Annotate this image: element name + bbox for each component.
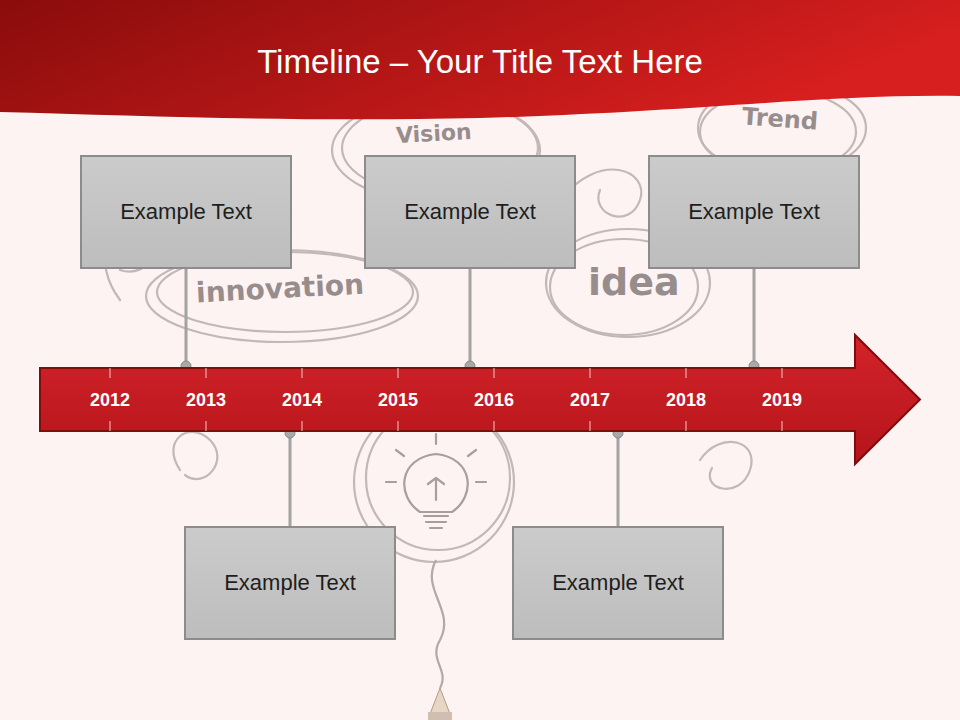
pencil bbox=[428, 560, 452, 720]
year-tick bbox=[782, 368, 783, 378]
bulb-glass bbox=[404, 454, 467, 512]
event-box: Example Text bbox=[364, 155, 576, 269]
year-tick bbox=[686, 368, 687, 378]
leader-connector bbox=[469, 269, 472, 368]
event-box: Example Text bbox=[512, 526, 724, 640]
doodle-clouds bbox=[105, 82, 866, 562]
lightbulb-icon bbox=[386, 434, 486, 528]
year-tick bbox=[494, 368, 495, 378]
scribble bbox=[173, 432, 217, 479]
box-text: Example Text bbox=[404, 199, 536, 225]
leader-connector bbox=[617, 431, 620, 526]
year-tick bbox=[110, 421, 111, 431]
timeline-arrow: 2012 2013 2014 2015 2016 2017 2018 2019 bbox=[40, 368, 855, 431]
year-tick bbox=[206, 368, 207, 378]
year-tick bbox=[590, 368, 591, 378]
year-label: 2013 bbox=[186, 391, 226, 409]
pencil-line bbox=[432, 560, 444, 688]
box-text: Example Text bbox=[552, 570, 684, 596]
scribble bbox=[700, 442, 752, 489]
year-label: 2012 bbox=[90, 391, 130, 409]
year-tick bbox=[494, 421, 495, 431]
leader-connector bbox=[185, 269, 188, 368]
event-box: Example Text bbox=[648, 155, 860, 269]
illustration-word: Trend bbox=[741, 103, 819, 135]
year-label: 2018 bbox=[666, 391, 706, 409]
year-tick bbox=[302, 368, 303, 378]
year-tick bbox=[206, 421, 207, 431]
leader-connector bbox=[289, 431, 292, 526]
box-text: Example Text bbox=[120, 199, 252, 225]
year-label: 2019 bbox=[762, 391, 802, 409]
year-tick bbox=[398, 368, 399, 378]
illustration-word: Vision bbox=[395, 120, 472, 148]
pencil-body bbox=[428, 712, 452, 720]
year-tick bbox=[110, 368, 111, 378]
leader-connector bbox=[753, 269, 756, 368]
box-text: Example Text bbox=[688, 199, 820, 225]
title-band bbox=[0, 0, 960, 119]
year-label: 2014 bbox=[282, 391, 322, 409]
box-text: Example Text bbox=[224, 570, 356, 596]
slide-title: Timeline – Your Title Text Here bbox=[0, 44, 960, 80]
bulb-rays bbox=[386, 434, 486, 482]
event-box: Example Text bbox=[184, 526, 396, 640]
year-tick bbox=[590, 421, 591, 431]
year-label: 2015 bbox=[378, 391, 418, 409]
event-box: Example Text bbox=[80, 155, 292, 269]
year-label: 2016 bbox=[474, 391, 514, 409]
year-tick bbox=[782, 421, 783, 431]
arrow-body bbox=[40, 335, 920, 464]
year-tick bbox=[686, 421, 687, 431]
year-tick bbox=[398, 421, 399, 431]
bulb-base bbox=[424, 516, 448, 528]
illustration-word: innovation bbox=[195, 270, 364, 310]
pencil-tip bbox=[430, 688, 450, 714]
year-tick bbox=[302, 421, 303, 431]
year-label: 2017 bbox=[570, 391, 610, 409]
bulb-filament bbox=[428, 478, 444, 500]
